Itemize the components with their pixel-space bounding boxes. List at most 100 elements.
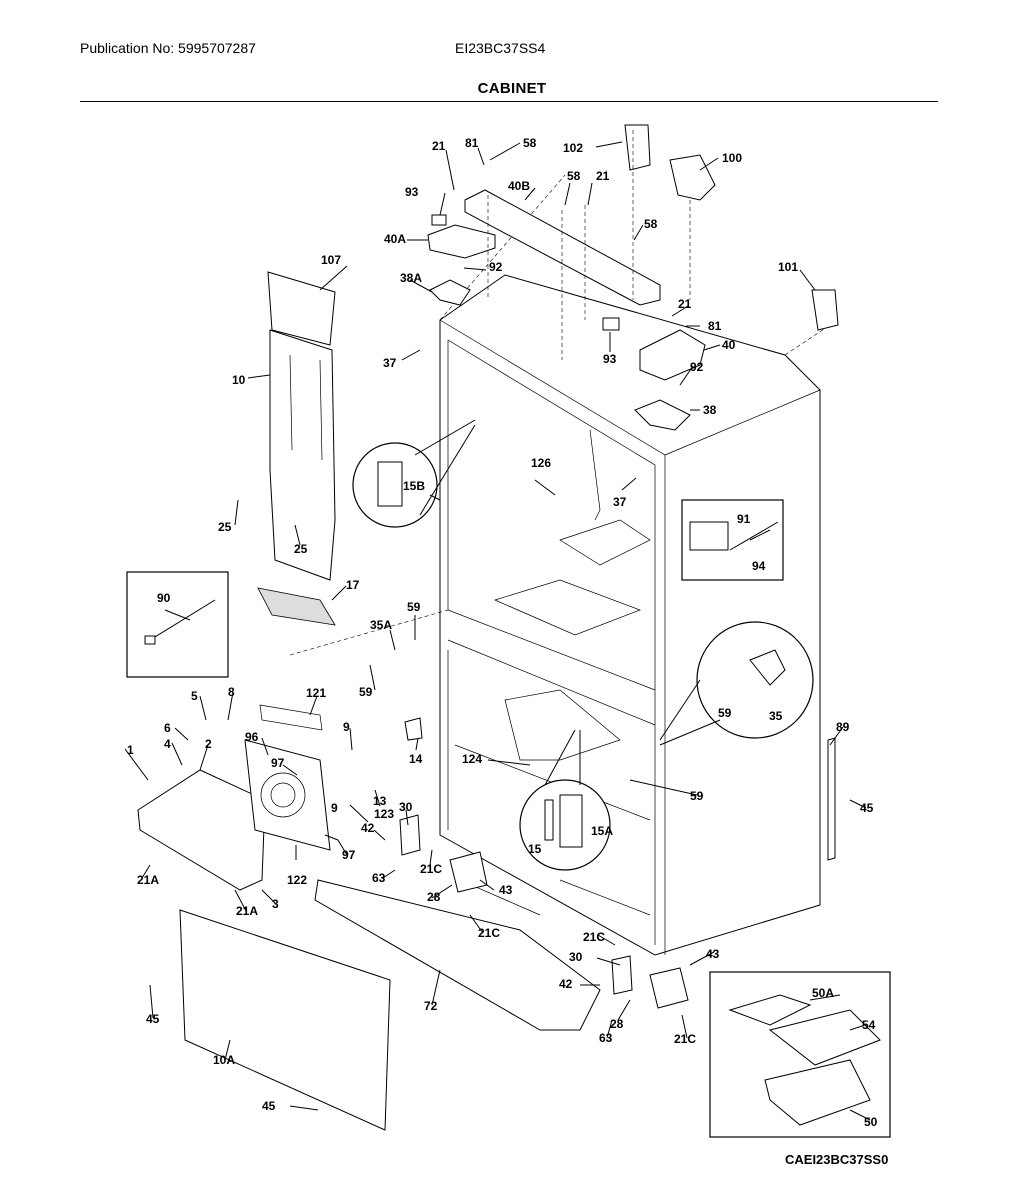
callout-58-right: 58 <box>644 217 658 231</box>
callout-90: 90 <box>157 591 171 605</box>
callout-96: 96 <box>245 730 259 744</box>
callout-122: 122 <box>287 873 307 887</box>
page-title: CABINET <box>477 80 547 97</box>
callout-21A-b: 21A <box>236 904 258 918</box>
callout-50A: 50A <box>812 986 834 1000</box>
callout-1: 1 <box>127 743 134 757</box>
air-tower-parts <box>257 271 336 626</box>
detail-circle-15A <box>519 729 611 871</box>
callout-58-top: 58 <box>523 136 537 150</box>
callout-45-a: 45 <box>860 801 874 815</box>
callout-63-b: 63 <box>599 1031 613 1045</box>
callout-40: 40 <box>722 338 736 352</box>
callout-97-b: 97 <box>342 848 356 862</box>
callout-59-d: 59 <box>690 789 704 803</box>
callout-28-b: 28 <box>610 1017 624 1031</box>
callout-92-right: 92 <box>690 360 704 374</box>
publication-number: Publication No: 5995707287 <box>80 40 256 56</box>
callout-25-a: 25 <box>218 520 232 534</box>
inset-probe-90 <box>126 571 229 678</box>
callout-21A-a: 21A <box>137 873 159 887</box>
inset-control-91 <box>681 499 784 581</box>
inset-icemaker-50 <box>709 971 891 1138</box>
callout-54: 54 <box>862 1018 876 1032</box>
callout-38: 38 <box>703 403 717 417</box>
callout-40B: 40B <box>508 179 530 193</box>
callout-15B: 15B <box>403 479 425 493</box>
callout-102: 102 <box>563 141 583 155</box>
header-rule <box>80 101 938 102</box>
callout-45-c: 45 <box>262 1099 276 1113</box>
callout-2: 2 <box>205 737 212 751</box>
hinge-parts-lower <box>399 717 689 1009</box>
callout-13: 13 <box>373 794 387 808</box>
callout-38A: 38A <box>400 271 422 285</box>
callout-126: 126 <box>531 456 551 470</box>
callout-81-right: 81 <box>708 319 722 333</box>
callout-28-a: 28 <box>427 890 441 904</box>
callout-9-b: 9 <box>331 801 338 815</box>
callout-37-left: 37 <box>383 356 397 370</box>
callout-21C-c: 21C <box>583 930 605 944</box>
callout-43-b: 43 <box>706 947 720 961</box>
cabinet-body <box>289 174 831 956</box>
callout-45-b: 45 <box>146 1012 160 1026</box>
callout-21C-b: 21C <box>478 926 500 940</box>
diagram-code: CAEI23BC37SS0 <box>785 1152 889 1167</box>
callout-40A: 40A <box>384 232 406 246</box>
callout-81-top: 81 <box>465 136 479 150</box>
callout-15A: 15A <box>591 824 613 838</box>
callout-42-a: 42 <box>361 821 375 835</box>
callout-124: 124 <box>462 752 482 766</box>
callout-5: 5 <box>191 689 198 703</box>
callout-10: 10 <box>232 373 246 387</box>
callout-30-a: 30 <box>399 800 413 814</box>
callout-25-b: 25 <box>294 542 308 556</box>
callout-30-b: 30 <box>569 950 583 964</box>
callout-10A: 10A <box>213 1053 235 1067</box>
callout-59-a: 59 <box>407 600 421 614</box>
callout-15: 15 <box>528 842 542 856</box>
callout-14: 14 <box>409 752 423 766</box>
callout-89: 89 <box>836 720 850 734</box>
side-panel-89 <box>827 737 836 861</box>
callout-59-b: 59 <box>359 685 373 699</box>
callout-97-a: 97 <box>271 756 285 770</box>
callout-92-top: 92 <box>489 260 503 274</box>
callout-59-c: 59 <box>718 706 732 720</box>
callout-93-top: 93 <box>405 185 419 199</box>
callout-100: 100 <box>722 151 742 165</box>
detail-circle-35 <box>659 621 814 746</box>
callout-21C-d: 21C <box>674 1032 696 1046</box>
callout-43-a: 43 <box>499 883 513 897</box>
callout-91: 91 <box>737 512 751 526</box>
callout-9-a: 9 <box>343 720 350 734</box>
callout-58-mid: 58 <box>567 169 581 183</box>
callout-121: 121 <box>306 686 326 700</box>
callout-21-mid: 21 <box>596 169 610 183</box>
detail-circle-15B <box>352 419 476 528</box>
callout-21-right: 21 <box>678 297 692 311</box>
callout-labels: 21 81 58 102 100 93 58 21 40B 40A 58 107… <box>127 136 878 1129</box>
callout-94: 94 <box>752 559 766 573</box>
callout-37-right: 37 <box>613 495 627 509</box>
callout-8: 8 <box>228 685 235 699</box>
leader-lines <box>124 141 871 1121</box>
callout-6: 6 <box>164 721 171 735</box>
callout-21-top: 21 <box>432 139 446 153</box>
evaporator-fan-assembly <box>137 704 601 1131</box>
callout-21C-a: 21C <box>420 862 442 876</box>
callout-35A: 35A <box>370 618 392 632</box>
callout-35: 35 <box>769 709 783 723</box>
model-number: EI23BC37SS4 <box>455 40 546 56</box>
callout-50: 50 <box>864 1115 878 1129</box>
callout-107: 107 <box>321 253 341 267</box>
callout-123: 123 <box>374 807 394 821</box>
callout-4: 4 <box>164 737 171 751</box>
callout-101: 101 <box>778 260 798 274</box>
callout-17: 17 <box>346 578 360 592</box>
callout-72: 72 <box>424 999 438 1013</box>
callout-42-b: 42 <box>559 977 573 991</box>
top-hinge-parts <box>427 124 839 431</box>
